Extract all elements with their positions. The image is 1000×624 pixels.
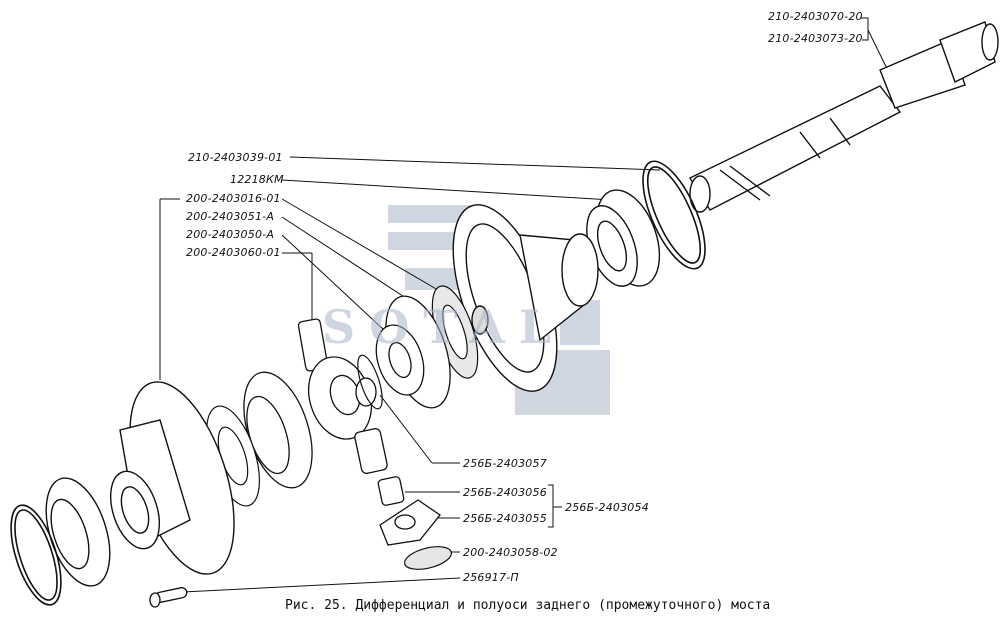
label-pin: 256Б-2403057 xyxy=(463,457,547,470)
bolt xyxy=(149,587,188,608)
spider-cross xyxy=(297,318,388,474)
label-ring: 210-2403039-01 xyxy=(188,151,283,164)
label-bushing: 256Б-2403056 xyxy=(463,486,547,499)
label-bearing: 12218КМ xyxy=(230,173,284,186)
bearing-left xyxy=(45,477,111,587)
housing-left xyxy=(109,381,235,575)
label-washer: 200-2403050-А xyxy=(186,228,275,241)
label-shaft-a: 210-2403070-20 xyxy=(768,10,863,23)
label-bolt: 256917-П xyxy=(463,571,519,584)
watermark-text: SOTAL xyxy=(322,300,566,354)
half-axle-shaft xyxy=(688,21,999,213)
label-satellite-group: 256Б-2403054 xyxy=(565,501,649,514)
side-gear-left xyxy=(243,371,313,489)
label-housing: 200-2403016-01 xyxy=(186,192,281,205)
retaining-ring xyxy=(642,160,706,270)
bushing xyxy=(377,476,405,506)
housing-right xyxy=(452,204,599,392)
label-satellite-washer: 200-2403058-02 xyxy=(463,546,558,559)
label-shaft-b: 210-2403073-20 xyxy=(768,32,863,45)
side-gear-right xyxy=(375,295,451,409)
retaining-ring-left xyxy=(10,504,62,606)
label-satellite: 256Б-2403055 xyxy=(463,512,547,525)
label-cross: 200-2403060-01 xyxy=(186,246,281,259)
bearing-top xyxy=(586,189,661,287)
satellite-gear xyxy=(379,499,441,546)
satellite-washer xyxy=(403,546,453,570)
figure-caption: Рис. 25. Дифференциал и полуоси заднего … xyxy=(285,598,771,613)
label-side-gear: 200-2403051-А xyxy=(186,210,275,223)
leader-lines xyxy=(159,17,901,593)
small-washer xyxy=(357,354,383,410)
